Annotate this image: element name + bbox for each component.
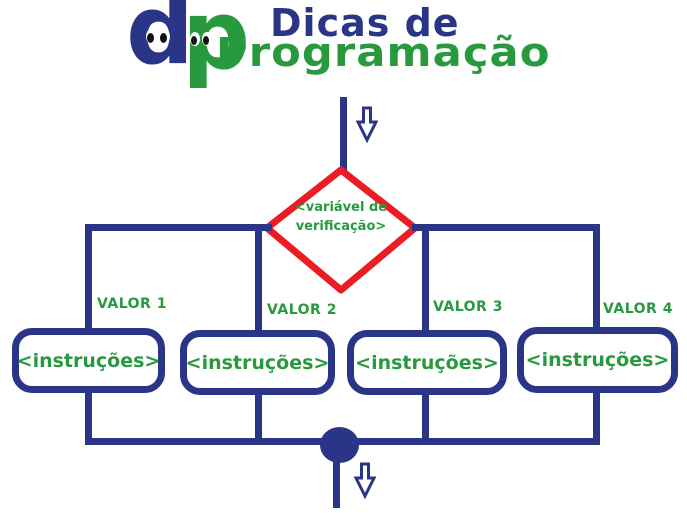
cartoon-eye-icon: [202, 32, 212, 46]
branch-hline-right: [412, 224, 600, 231]
entry-connector-line: [340, 97, 347, 172]
decision-diamond: [263, 166, 419, 294]
branch-4-value-label: VALOR 4: [603, 301, 673, 317]
branch-1-connector-bottom: [85, 389, 92, 442]
branch-4-connector-top: [593, 224, 600, 330]
branch-2-connector-top: [255, 224, 262, 333]
instruction-box-2: <instruções>: [180, 330, 335, 395]
branch-2-connector-bottom: [255, 392, 262, 442]
branch-4-connector-bottom: [593, 390, 600, 442]
decision-label: <variável de verificação>: [294, 200, 388, 234]
instruction-box-3-label: <instruções>: [355, 351, 499, 374]
eye-pupil: [191, 36, 197, 45]
cartoon-eye-icon: [190, 32, 200, 46]
exit-connector-line: [333, 458, 340, 508]
branch-1-connector-top: [85, 224, 92, 331]
down-arrow-icon: [354, 462, 376, 499]
branch-2-value-label: VALOR 2: [267, 302, 337, 318]
logo-title-line1: Dicas de: [270, 1, 460, 45]
merge-junction-dot: [320, 427, 359, 463]
logo-title-line2: Programação: [216, 30, 551, 76]
branch-3-connector-top: [422, 224, 429, 333]
cartoon-eye-icon: [146, 29, 157, 44]
cartoon-eye-icon: [159, 29, 170, 44]
branch-3-connector-bottom: [422, 392, 429, 442]
instruction-box-4-label: <instruções>: [525, 349, 670, 371]
instruction-box-4: <instruções>: [517, 327, 678, 393]
branch-3-value-label: VALOR 3: [433, 299, 503, 315]
eye-pupil: [160, 33, 167, 43]
eye-pupil: [147, 33, 154, 43]
down-arrow-icon: [356, 106, 378, 143]
instruction-box-1-label: <instruções>: [16, 349, 161, 372]
eye-pupil: [203, 36, 209, 45]
branch-hline-left: [87, 224, 272, 231]
instruction-box-2-label: <instruções>: [185, 351, 330, 374]
instruction-box-3: <instruções>: [347, 330, 507, 395]
instruction-box-1: <instruções>: [12, 328, 165, 393]
branch-1-value-label: VALOR 1: [97, 296, 167, 312]
